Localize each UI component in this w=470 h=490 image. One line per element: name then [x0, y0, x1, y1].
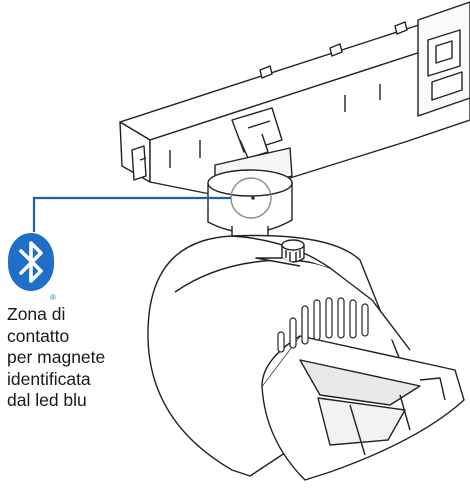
bluetooth-icon: [8, 233, 54, 291]
contact-zone-caption: Zona di contatto per magnete identificat…: [7, 304, 105, 412]
caption-line: per magnete: [7, 347, 106, 367]
led-dot: [251, 196, 255, 200]
track-adapter: [119, 1, 470, 196]
lamp-body: [147, 234, 465, 481]
caption-line: dal led blu: [7, 390, 87, 410]
caption-line: Zona di: [7, 304, 66, 324]
collar: [207, 169, 293, 247]
caption-line: contatto: [7, 325, 70, 346]
callout-line: [32, 196, 231, 232]
registered-mark: ®: [50, 293, 56, 302]
caption-line: identificata: [7, 368, 91, 389]
